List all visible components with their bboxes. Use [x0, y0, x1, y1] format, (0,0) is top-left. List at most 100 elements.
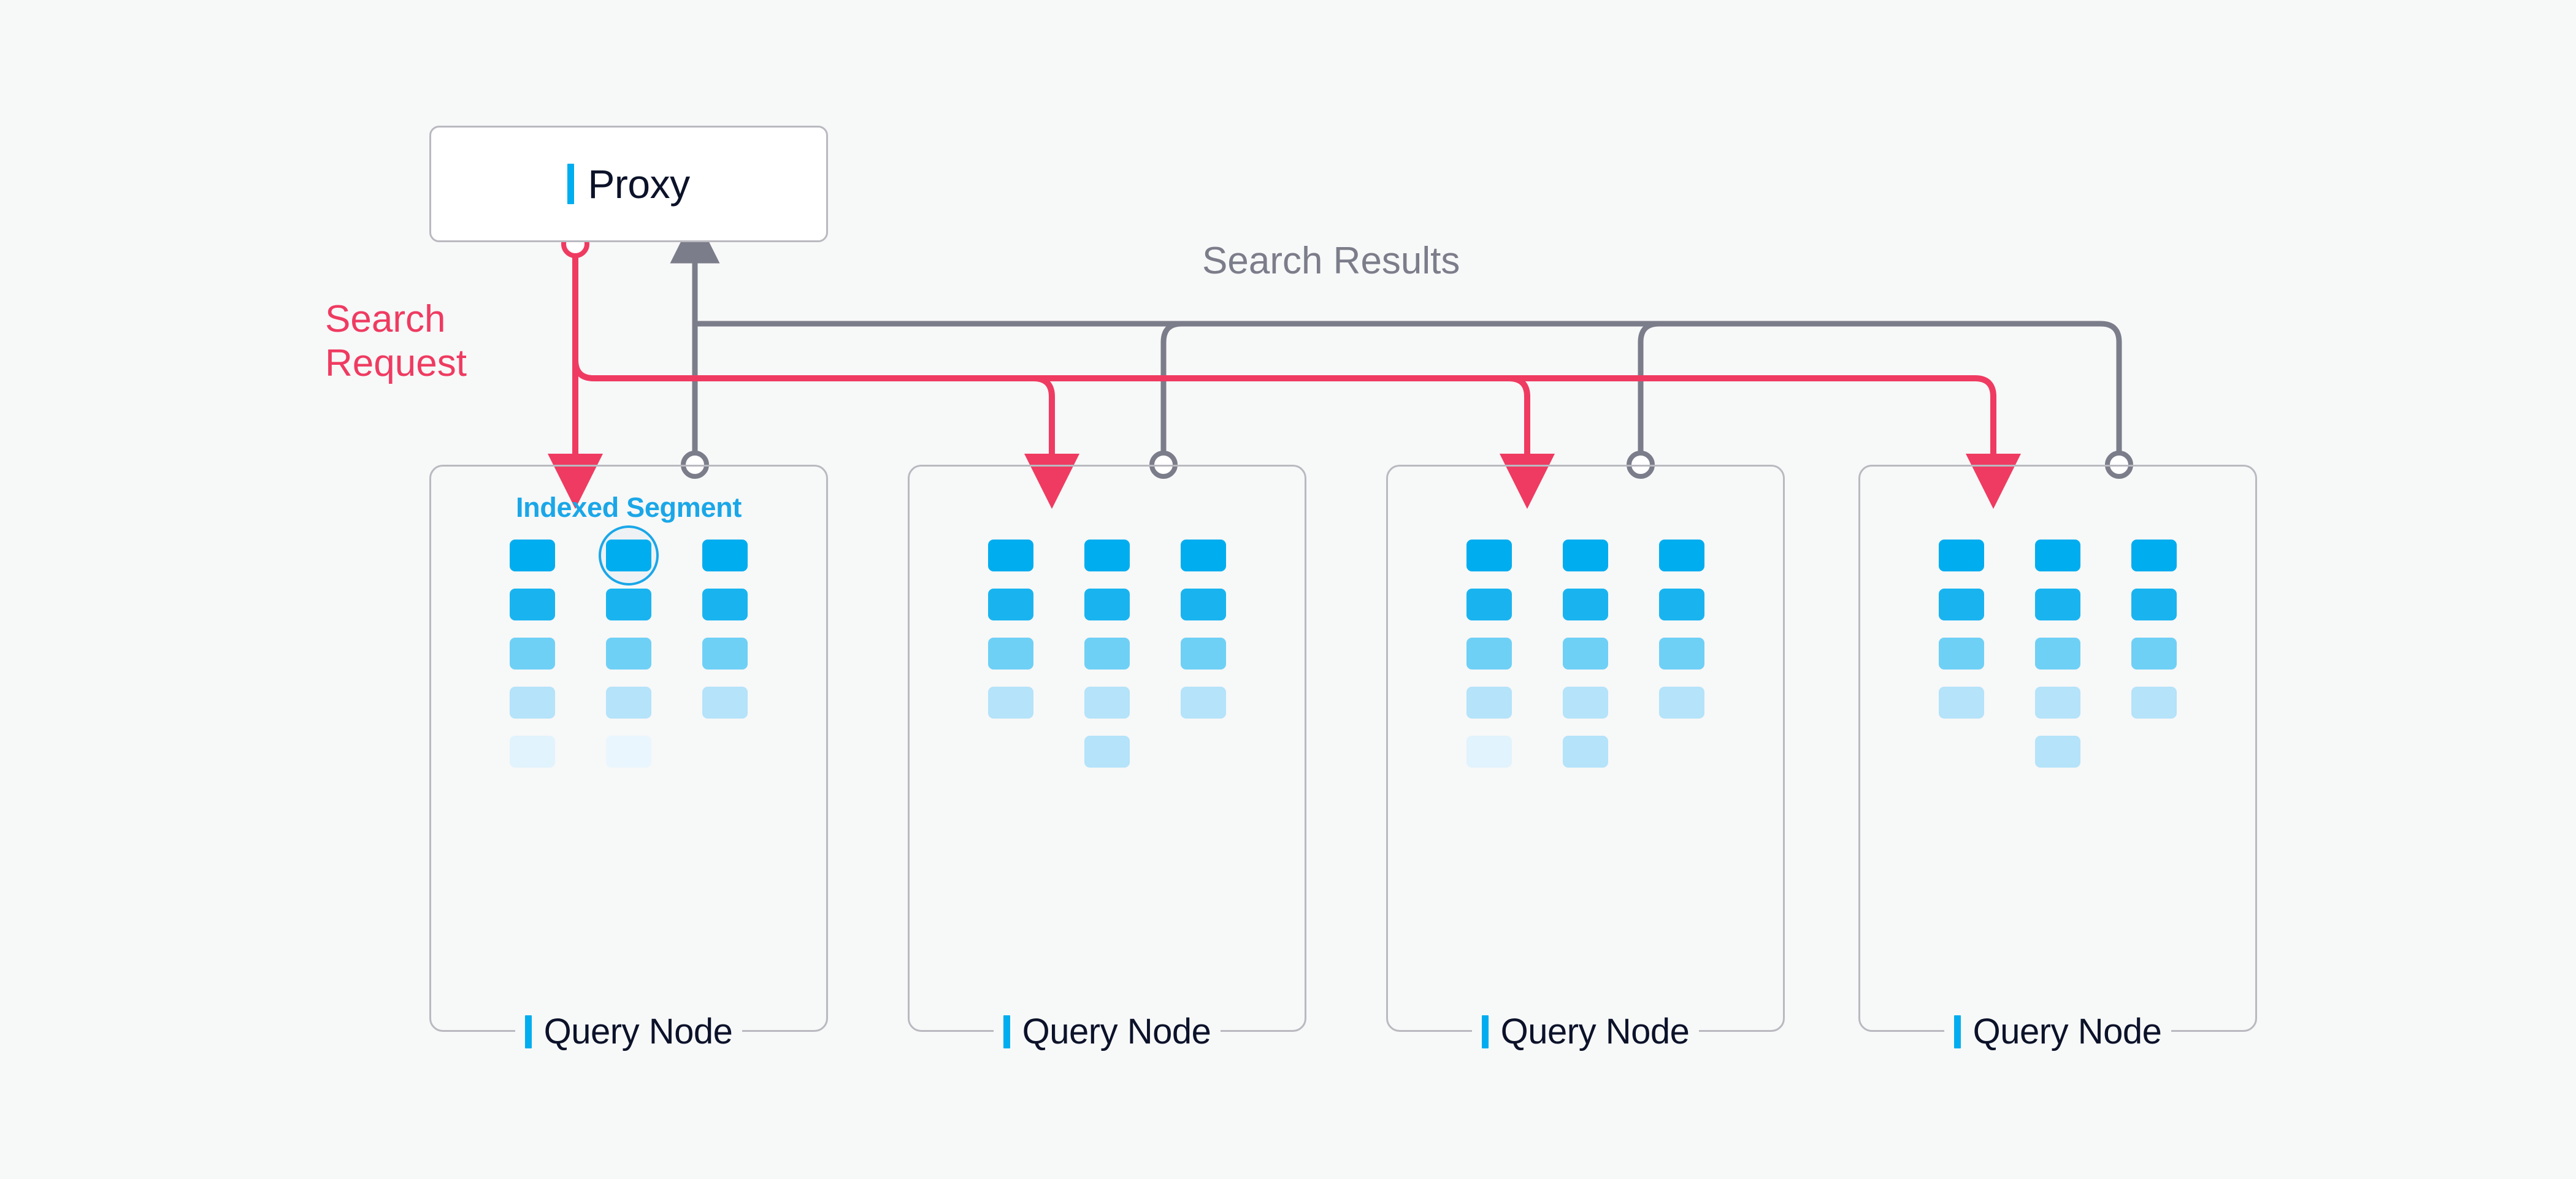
segment-chip	[509, 589, 555, 620]
segment-cell	[1659, 589, 1705, 620]
segment-chip	[1938, 589, 1984, 620]
search-request-label: Search Request	[325, 298, 467, 384]
query-node-label: Query Node	[1972, 1012, 2162, 1051]
segment-cell	[509, 540, 555, 571]
segment-chip	[1659, 589, 1705, 620]
segment-cell	[509, 736, 555, 768]
segment-cell-empty	[1659, 736, 1704, 768]
indexed-segment-title: Indexed Segment	[515, 492, 742, 523]
segment-chip	[2131, 687, 2177, 719]
segment-chip	[1084, 638, 1130, 670]
segment-cell	[1181, 589, 1227, 620]
segment-chip	[1466, 589, 1512, 620]
segment-cell	[1562, 736, 1608, 768]
segment-chip	[1084, 736, 1130, 768]
segment-cell	[1084, 638, 1130, 670]
segment-cell	[2131, 540, 2177, 571]
query-node-panel-3[interactable]: Query Node	[1386, 465, 1785, 1052]
vertical-bar-icon	[1003, 1015, 1010, 1048]
segment-chip	[605, 638, 651, 670]
segment-cell	[2034, 736, 2080, 768]
query-node-footer: Query Node	[1386, 1011, 1785, 1052]
segment-cell	[702, 638, 748, 670]
segment-chip	[702, 638, 748, 670]
segment-cell-empty	[702, 736, 748, 768]
search-results-label: Search Results	[1202, 240, 1460, 282]
segment-cell	[1659, 540, 1705, 571]
segment-chip	[605, 687, 651, 719]
segment-chip	[1466, 736, 1512, 768]
query-node-label: Query Node	[543, 1012, 733, 1051]
segment-chip	[2131, 540, 2177, 571]
segment-cell	[2034, 589, 2080, 620]
segment-chip	[1562, 540, 1608, 571]
segment-cell	[1084, 540, 1130, 571]
segment-cell	[1084, 589, 1130, 620]
segment-chip	[987, 638, 1033, 670]
segment-cell	[2131, 687, 2177, 719]
segment-cell	[2131, 589, 2177, 620]
segment-cell	[509, 589, 555, 620]
segment-cell-highlighted	[598, 525, 659, 586]
segment-cell	[1659, 638, 1705, 670]
segment-chip	[702, 736, 748, 768]
query-node-label: Query Node	[1022, 1012, 1211, 1051]
segment-chip	[509, 638, 555, 670]
segment-chip	[1938, 638, 1984, 670]
query-node-panel-1[interactable]: Indexed Segment Query Node	[429, 465, 828, 1052]
segment-chip	[1181, 589, 1227, 620]
segment-chip	[1659, 687, 1705, 719]
segment-chip	[1659, 540, 1705, 571]
segment-cell	[1181, 540, 1227, 571]
vertical-bar-icon	[524, 1015, 532, 1048]
vertical-bar-icon	[1953, 1015, 1961, 1048]
segment-chip	[1562, 687, 1608, 719]
segment-chip	[1562, 589, 1608, 620]
segment-chip	[1084, 687, 1130, 719]
segment-cell	[2131, 638, 2177, 670]
segment-cell	[1084, 687, 1130, 719]
segment-chip	[1181, 638, 1227, 670]
segment-cell	[605, 736, 651, 768]
segment-chip	[2034, 736, 2080, 768]
segment-chip	[1466, 687, 1512, 719]
segment-cell	[1562, 540, 1608, 571]
segment-cell	[1938, 540, 1984, 571]
segment-cell	[1659, 687, 1705, 719]
segment-cell	[1562, 589, 1608, 620]
segment-chip	[987, 687, 1033, 719]
search-results-wire	[670, 213, 2122, 461]
vertical-bar-icon	[567, 164, 575, 204]
segment-chip	[605, 540, 651, 571]
segment-cell	[509, 638, 555, 670]
segment-cell	[2034, 638, 2080, 670]
segment-cell	[1466, 638, 1512, 670]
segment-chip	[1659, 638, 1705, 670]
segment-chip	[702, 687, 748, 719]
segment-chip	[605, 736, 651, 768]
segment-cell	[1466, 687, 1512, 719]
segment-grid	[1929, 540, 2187, 768]
segment-cell	[2034, 687, 2080, 719]
segment-chip	[509, 687, 555, 719]
segment-chip	[1084, 540, 1130, 571]
proxy-box[interactable]: Proxy	[429, 126, 828, 242]
query-node-panel-2[interactable]: Query Node	[908, 465, 1306, 1052]
segment-chip	[1939, 736, 1984, 768]
segment-chip	[1181, 687, 1227, 719]
segment-cell	[987, 589, 1033, 620]
vertical-bar-icon	[1481, 1015, 1489, 1048]
segment-chip	[1181, 736, 1226, 768]
proxy-label: Proxy	[588, 161, 690, 207]
query-node-panel-4[interactable]: Query Node	[1858, 465, 2257, 1052]
segment-chip	[987, 540, 1033, 571]
segment-chip	[2034, 687, 2080, 719]
segment-cell	[605, 589, 651, 620]
segment-cell-empty	[1939, 736, 1984, 768]
segment-cell	[605, 638, 651, 670]
query-node-label: Query Node	[1500, 1012, 1690, 1051]
segment-cell-empty	[988, 736, 1033, 768]
segment-chip	[605, 589, 651, 620]
segment-cell	[1181, 638, 1227, 670]
segment-chip	[2131, 638, 2177, 670]
